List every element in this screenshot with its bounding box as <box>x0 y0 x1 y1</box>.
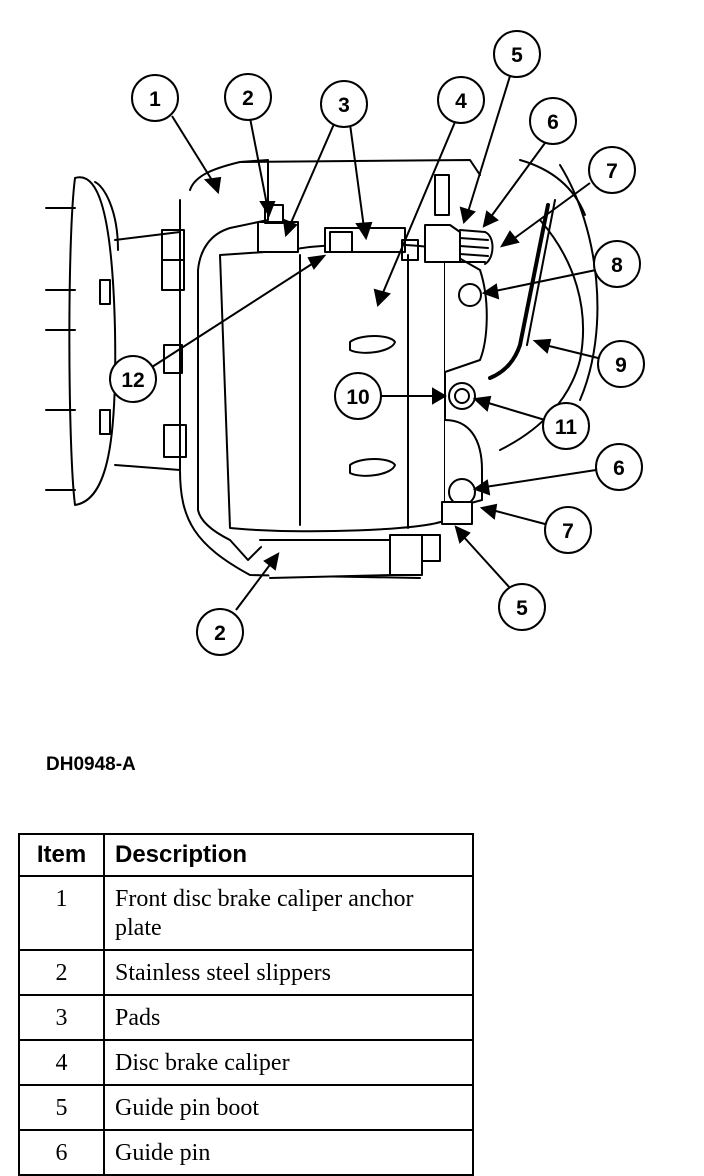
svg-text:3: 3 <box>338 94 350 117</box>
table-row: 5 Guide pin boot <box>18 1084 474 1131</box>
svg-text:9: 9 <box>615 354 627 377</box>
svg-text:7: 7 <box>562 520 574 543</box>
callouts: 1 2 3 4 5 6 7 8 9 10 11 12 2 5 6 7 <box>109 30 645 656</box>
callout-5-bottom: 5 <box>498 583 546 631</box>
callout-4: 4 <box>437 76 485 124</box>
header-description: Description <box>103 833 474 877</box>
svg-text:4: 4 <box>455 90 467 113</box>
caliper-bolts-drawing <box>441 283 482 525</box>
parts-table: Item Description 1 Front disc brake cali… <box>18 833 474 1176</box>
row-item: 4 <box>18 1039 105 1086</box>
svg-text:2: 2 <box>214 622 226 645</box>
callout-7-top: 7 <box>588 146 636 194</box>
svg-text:5: 5 <box>511 44 523 67</box>
row-item: 3 <box>18 994 105 1041</box>
callout-1: 1 <box>131 74 179 122</box>
callout-10: 10 <box>334 372 382 420</box>
svg-text:8: 8 <box>611 254 623 277</box>
callout-6-bottom: 6 <box>595 443 643 491</box>
svg-text:6: 6 <box>547 111 559 134</box>
caliper-body-drawing <box>219 243 488 533</box>
row-item: 6 <box>18 1129 105 1176</box>
row-description: Guide pin boot <box>103 1084 474 1131</box>
table-row: 3 Pads <box>18 994 474 1041</box>
row-description: Disc brake caliper <box>103 1039 474 1086</box>
table-row: 2 Stainless steel slippers <box>18 949 474 996</box>
svg-text:5: 5 <box>516 597 528 620</box>
row-description: Front disc brake caliper anchor plate <box>103 875 474 951</box>
row-item: 5 <box>18 1084 105 1131</box>
callout-2-bottom: 2 <box>196 608 244 656</box>
svg-text:10: 10 <box>346 386 369 409</box>
callout-5-top: 5 <box>493 30 541 78</box>
row-description: Stainless steel slippers <box>103 949 474 996</box>
table-row: 1 Front disc brake caliper anchor plate <box>18 875 474 951</box>
svg-text:1: 1 <box>149 88 161 111</box>
table-header-row: Item Description <box>18 833 474 877</box>
table-row: 4 Disc brake caliper <box>18 1039 474 1086</box>
callout-8: 8 <box>593 240 641 288</box>
row-item: 2 <box>18 949 105 996</box>
brake-caliper-diagram: 1 2 3 4 5 6 7 8 9 10 11 12 2 5 6 7 <box>45 30 645 656</box>
callout-12: 12 <box>109 355 157 403</box>
row-item: 1 <box>18 875 105 951</box>
rotor-hub-drawing <box>45 176 187 506</box>
slippers-bottom-drawing <box>259 534 441 579</box>
svg-text:12: 12 <box>121 369 144 392</box>
callout-9: 9 <box>597 340 645 388</box>
brake-hose-drawing <box>488 203 550 380</box>
pads-top-drawing <box>257 204 419 261</box>
guide-pin-top-drawing <box>424 174 494 265</box>
row-description: Guide pin <box>103 1129 474 1176</box>
svg-text:11: 11 <box>555 416 578 439</box>
callout-6-top: 6 <box>529 97 577 145</box>
svg-text:7: 7 <box>606 160 618 183</box>
callout-2-top: 2 <box>224 73 272 121</box>
svg-text:6: 6 <box>613 457 625 480</box>
svg-text:2: 2 <box>242 87 254 110</box>
header-item: Item <box>18 833 105 877</box>
table-row: 6 Guide pin <box>18 1129 474 1176</box>
callout-11: 11 <box>542 402 590 450</box>
row-description: Pads <box>103 994 474 1041</box>
callout-7-bottom: 7 <box>544 506 592 554</box>
callout-3: 3 <box>320 80 368 128</box>
figure-code: DH0948-A <box>46 754 136 775</box>
